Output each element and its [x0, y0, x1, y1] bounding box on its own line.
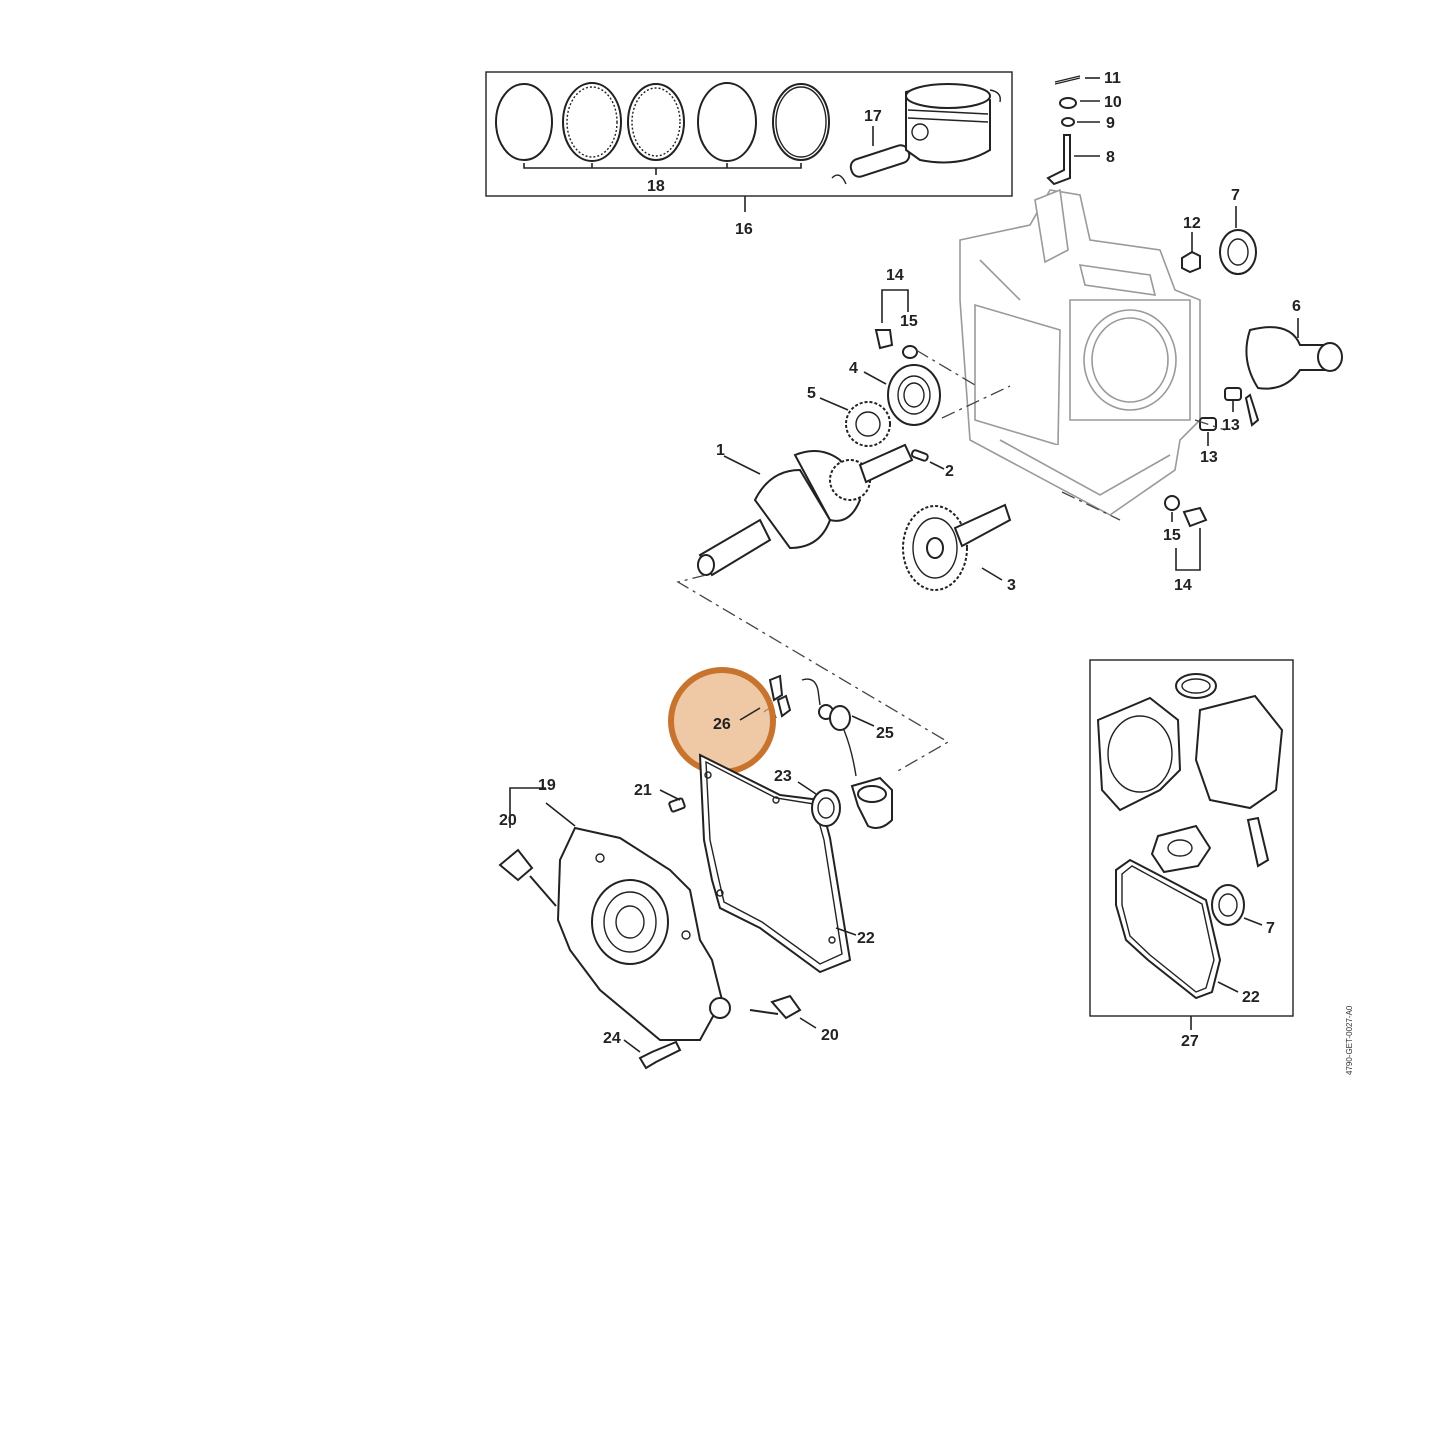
label-6: 6	[1292, 298, 1301, 315]
label-10: 10	[1104, 94, 1122, 111]
dipstick-left	[498, 787, 557, 907]
label-14-upper: 14	[886, 267, 904, 284]
label-5: 5	[807, 385, 816, 402]
dowel-pin-21	[659, 789, 686, 813]
label-14-lower: 14	[1174, 577, 1192, 594]
crankcase-block	[959, 188, 1201, 516]
label-15-lower: 15	[1163, 527, 1181, 544]
piston-rings	[495, 82, 830, 162]
label-27: 27	[1181, 1033, 1199, 1050]
label-22-kit: 22	[1242, 989, 1260, 1006]
label-1: 1	[716, 442, 725, 459]
label-2: 2	[945, 463, 954, 480]
small-parts-8-11	[1046, 75, 1100, 186]
label-21: 21	[634, 782, 652, 799]
bearing	[863, 364, 941, 426]
label-15-upper: 15	[900, 313, 918, 330]
label-3: 3	[1007, 577, 1016, 594]
label-20-lower: 20	[821, 1027, 839, 1044]
label-18: 18	[647, 178, 665, 195]
drawing-code: 4790-GET-0027-A0	[1345, 1005, 1354, 1075]
highlight-26	[668, 667, 792, 775]
key	[910, 449, 945, 470]
gasket-kit-group	[1089, 659, 1294, 1030]
label-7-kit: 7	[1266, 920, 1275, 937]
piston	[905, 83, 991, 164]
label-13-lower: 13	[1200, 449, 1218, 466]
gasket	[698, 753, 857, 974]
piston-pin	[849, 144, 911, 178]
crankshaft	[697, 443, 914, 577]
flange-bolt	[623, 1039, 682, 1070]
camshaft	[902, 503, 1012, 591]
label-7-top: 7	[1231, 187, 1240, 204]
label-17: 17	[864, 108, 882, 125]
label-20-left: 20	[499, 812, 517, 829]
callout-labels: 1 2 3 4 5 6 7 7 8 9 10 11 12 13 13 14 14…	[499, 70, 1301, 1050]
label-4: 4	[849, 360, 858, 377]
dipstick-lower	[749, 994, 817, 1029]
label-9: 9	[1106, 115, 1115, 132]
label-8: 8	[1106, 149, 1115, 166]
drain-bolt-upper	[874, 289, 918, 359]
label-11: 11	[1104, 70, 1121, 87]
label-12: 12	[1183, 215, 1201, 232]
label-19: 19	[538, 777, 556, 794]
connecting-rod	[1244, 318, 1343, 427]
label-23: 23	[774, 768, 792, 785]
label-22-main: 22	[857, 930, 875, 947]
oil-seal-23	[797, 781, 841, 827]
piston-kit-frame	[485, 71, 1013, 197]
oil-level-sensor	[801, 678, 893, 829]
piston-kit-group	[485, 71, 1013, 212]
assembly-lines	[676, 349, 1226, 773]
drain-bolt-lower	[1164, 495, 1208, 571]
label-16: 16	[735, 221, 753, 238]
bolt-12-seal-7	[1181, 206, 1257, 275]
label-25: 25	[876, 725, 894, 742]
label-13-upper: 13	[1222, 417, 1240, 434]
crankcase-cover	[545, 802, 731, 1041]
label-26: 26	[713, 716, 731, 733]
label-24: 24	[603, 1030, 621, 1047]
crank-gear	[819, 397, 891, 447]
